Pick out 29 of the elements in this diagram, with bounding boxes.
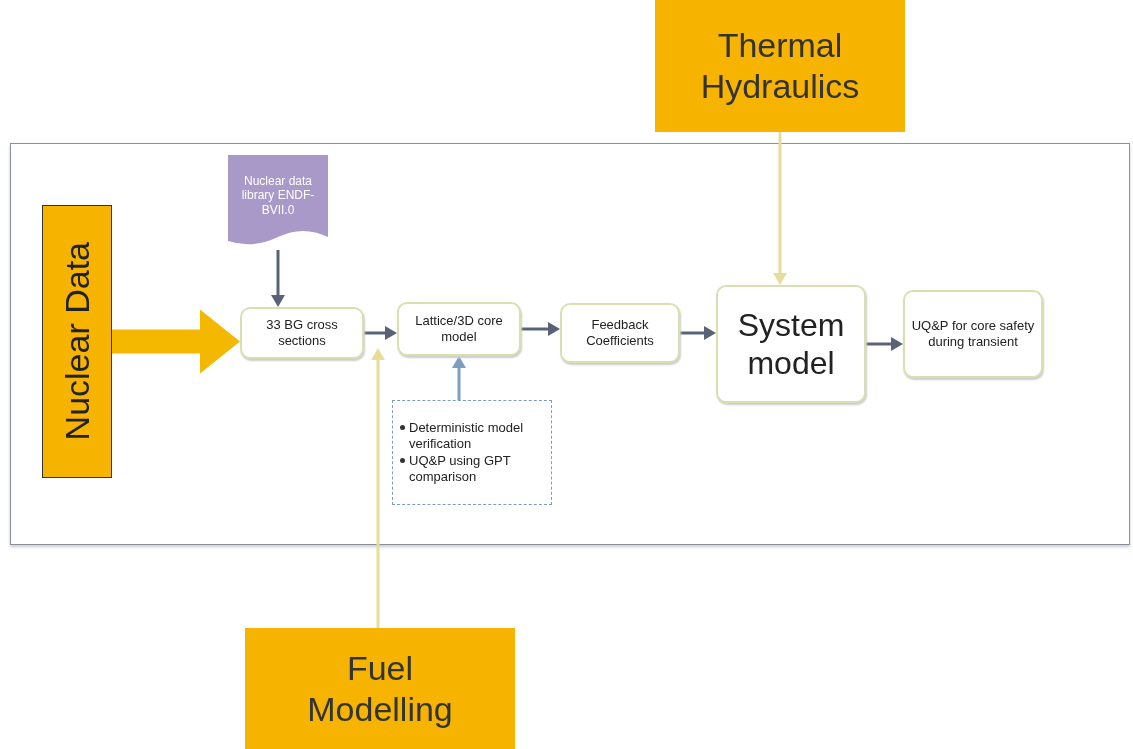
block-arrow bbox=[680, 326, 716, 340]
node-label: Thermal Hydraulics bbox=[699, 25, 861, 107]
process-box bbox=[240, 307, 364, 359]
block-arrow bbox=[452, 356, 466, 400]
block-arrow bbox=[773, 132, 787, 285]
topic-box bbox=[42, 205, 112, 478]
block-arrow bbox=[866, 337, 903, 351]
process-box bbox=[716, 285, 866, 403]
node-label: UQ&P for core safety during transient bbox=[910, 318, 1036, 350]
node-label: Fuel Modelling bbox=[306, 647, 454, 730]
process-box bbox=[903, 290, 1043, 378]
node-label: Nuclear data library ENDF-BVII.0 bbox=[240, 173, 316, 218]
block-arrow bbox=[112, 309, 240, 374]
note-box bbox=[392, 400, 552, 505]
node-label: Feedback Coefficients bbox=[585, 317, 655, 349]
block-arrow bbox=[371, 348, 385, 628]
block-arrow bbox=[521, 322, 560, 336]
topic-box bbox=[655, 0, 905, 132]
bullet-item: UQ&P using GPT comparison bbox=[399, 452, 545, 485]
process-box bbox=[560, 303, 680, 363]
node-label: Nuclear Data bbox=[56, 242, 97, 441]
bullet-item: Deterministic model verification bbox=[399, 420, 545, 453]
node-label: Lattice/3D core model bbox=[414, 313, 504, 345]
process-box bbox=[397, 302, 521, 356]
node-label: 33 BG cross sections bbox=[265, 317, 339, 349]
node-label: System model bbox=[736, 305, 846, 383]
topic-box bbox=[245, 628, 515, 749]
block-arrow bbox=[364, 326, 397, 340]
block-arrow bbox=[271, 250, 285, 307]
